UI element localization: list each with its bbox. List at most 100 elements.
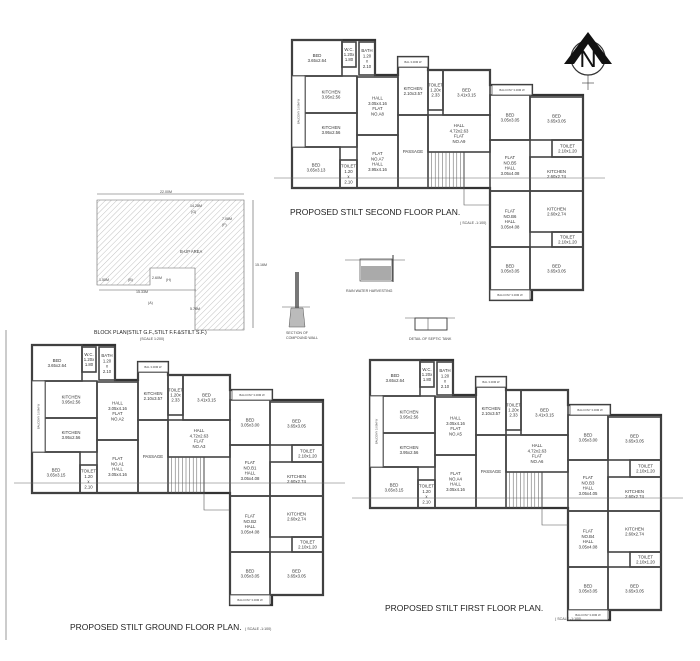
balcony-outline <box>567 609 609 621</box>
room-label: BED <box>246 568 255 573</box>
room-label: 3.05x4.16 <box>108 406 127 411</box>
room: PASSAGE <box>475 434 507 509</box>
room-wall <box>417 479 436 509</box>
balcony-label: BALCONY 3.00M W <box>297 99 301 125</box>
room-label: 3.65x3.05 <box>547 269 566 274</box>
room-label: 3.05x4.16 <box>108 472 127 477</box>
room-label: HALL <box>583 486 594 491</box>
room-label: 2.10x3.57 <box>404 91 423 96</box>
room-label: FLAT <box>112 411 123 416</box>
room-wall <box>81 346 97 373</box>
boundary-line <box>203 493 230 511</box>
room: PASSAGE <box>137 419 169 494</box>
balcony-outline <box>231 389 273 401</box>
room-label: NO.A7 <box>371 156 385 161</box>
block-plan-scale: (SCALE 1:200) <box>140 337 164 341</box>
room-label: BED <box>506 263 515 268</box>
room-wall <box>529 246 584 291</box>
block-dim: 15.33M <box>136 290 148 294</box>
room-label: TOILET <box>300 448 315 453</box>
room-label: 3.05x4.16 <box>446 487 465 492</box>
room-label: 3.05x3.05 <box>501 269 520 274</box>
room-label: 3.05x4.08 <box>241 476 260 481</box>
balcony-label: BALCONY 3.00M W <box>497 293 523 297</box>
room-label: 3.05x3.05 <box>501 118 520 123</box>
room-label: 4.72x2.63 <box>528 448 547 453</box>
room-label: KITCHEN <box>400 445 419 450</box>
balcony: BALCONY 3.00M W <box>291 75 306 148</box>
room-wall <box>98 346 116 381</box>
room-label: 2.10 <box>441 384 450 389</box>
room-label: BED <box>202 392 211 397</box>
block-dim: (A) <box>148 301 153 305</box>
room-label: x <box>87 479 90 484</box>
room-label: 4.72x2.63 <box>450 128 469 133</box>
room-label: KITCHEN <box>144 391 163 396</box>
balcony-outline <box>397 56 429 68</box>
room: PASSAGE <box>397 114 429 189</box>
balcony: BALCONY 3.00M W <box>231 389 273 401</box>
room-label: BED <box>506 112 515 117</box>
room-label: 2.10 <box>344 179 353 184</box>
block-plan-title: BLOCK PLAN(STILT G.F.,STILT F.F.&STILT S… <box>94 330 207 336</box>
room-label: 1.80 <box>345 57 354 62</box>
room-label: KITCHEN <box>547 206 566 211</box>
balcony-outline <box>369 395 384 468</box>
room-label: FLAT <box>532 454 543 459</box>
room-label: 2.10x1.20 <box>558 240 577 245</box>
staircase <box>505 471 543 509</box>
room-label: 3.95x2.56 <box>62 400 81 405</box>
floor-plan: BED3.65x2.64W.C.1.20x1.80BATH1.20x2.10KI… <box>274 38 605 302</box>
room-label: BED <box>584 583 593 588</box>
room-label: KITCHEN <box>400 409 419 414</box>
north-arrow-icon: N <box>564 32 612 90</box>
room-label: FLAT <box>245 514 256 519</box>
room-label: 3.95x2.56 <box>62 435 81 440</box>
room-label: BED <box>312 162 321 167</box>
room-label: FLAT <box>112 456 123 461</box>
room-label: FLAT <box>245 460 256 465</box>
room-label: HALL <box>112 467 123 472</box>
block-dim: (G) <box>191 210 196 214</box>
block-dim: 2.60M <box>152 276 162 280</box>
balcony-outline <box>491 84 533 96</box>
room-label: FLAT <box>372 106 383 111</box>
room-label: 3.05x4.08 <box>501 224 520 229</box>
room-label: HALL <box>245 471 256 476</box>
room-label: 2.10x1.20 <box>298 454 317 459</box>
balcony-outline <box>475 376 507 388</box>
room-label: 3.05x4.05 <box>579 491 598 496</box>
room-label: 2.10x1.20 <box>636 560 655 565</box>
room-label: 1.20 <box>344 169 353 174</box>
floor-plan-scale: ( SCALE -1:100) <box>555 617 581 621</box>
room-label: BED <box>52 467 61 472</box>
room-label: 3.65x2.64 <box>308 58 327 63</box>
balcony-label: BAL 3.00M W <box>482 380 500 384</box>
floor-plan-title: PROPOSED STILT SECOND FLOOR PLAN. <box>290 207 460 217</box>
boundary-line <box>541 508 568 526</box>
